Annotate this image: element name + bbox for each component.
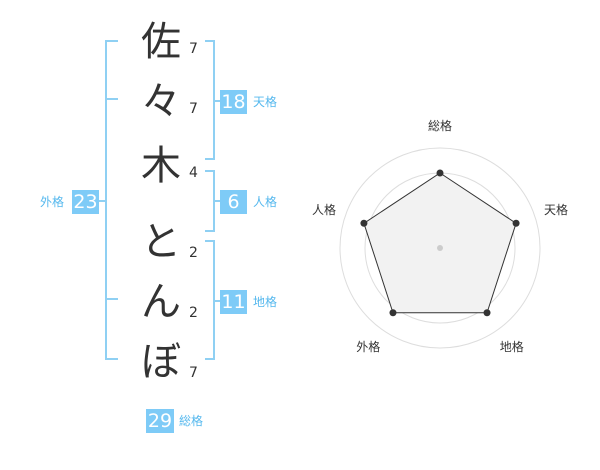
radar-axis-label-3: 地格	[499, 339, 524, 354]
name-char-1: 佐	[141, 19, 181, 65]
soukaku-label: 総格	[179, 414, 204, 428]
tenkaku-value: 18	[220, 90, 247, 114]
strokes-char-3: 4	[189, 165, 198, 181]
radar-grid-ring	[339, 147, 541, 349]
name-char-3: 木	[141, 143, 181, 189]
radar-point-2	[512, 219, 520, 227]
radar-series-polygon	[363, 172, 517, 314]
gaikaku-label: 外格	[40, 195, 65, 209]
radar-center-dot	[437, 245, 443, 251]
tenkaku-label: 天格	[253, 95, 278, 109]
radar-point-5	[360, 219, 368, 227]
strokes-char-5: 2	[189, 305, 198, 321]
chikaku-label: 地格	[253, 295, 278, 309]
radar-axis-label-2: 天格	[544, 203, 569, 218]
radar-point-3	[483, 309, 491, 317]
jinkaku-value: 6	[220, 190, 247, 214]
name-char-4: と	[141, 219, 181, 265]
name-char-6: ぼ	[141, 339, 181, 385]
strokes-char-1: 7	[189, 41, 198, 57]
gaikaku-value: 23	[72, 190, 99, 214]
chikaku-value: 11	[220, 290, 247, 314]
name-char-2: 々	[141, 79, 181, 125]
radar-chart	[339, 147, 541, 349]
strokes-char-2: 7	[189, 101, 198, 117]
radar-points	[360, 169, 520, 317]
radar-point-4	[389, 309, 397, 317]
gaikaku-bracket	[96, 40, 118, 360]
radar-axis-label-1: 総格	[427, 119, 452, 133]
radar-point-1	[436, 169, 444, 177]
strokes-char-4: 2	[189, 245, 198, 261]
radar-axis-label-5: 人格	[311, 203, 336, 218]
jinkaku-label: 人格	[253, 195, 278, 209]
strokes-char-6: 7	[189, 365, 198, 381]
radar-axis-label-4: 外格	[356, 339, 381, 354]
name-char-5: ん	[141, 279, 181, 325]
soukaku-value: 29	[146, 409, 174, 433]
